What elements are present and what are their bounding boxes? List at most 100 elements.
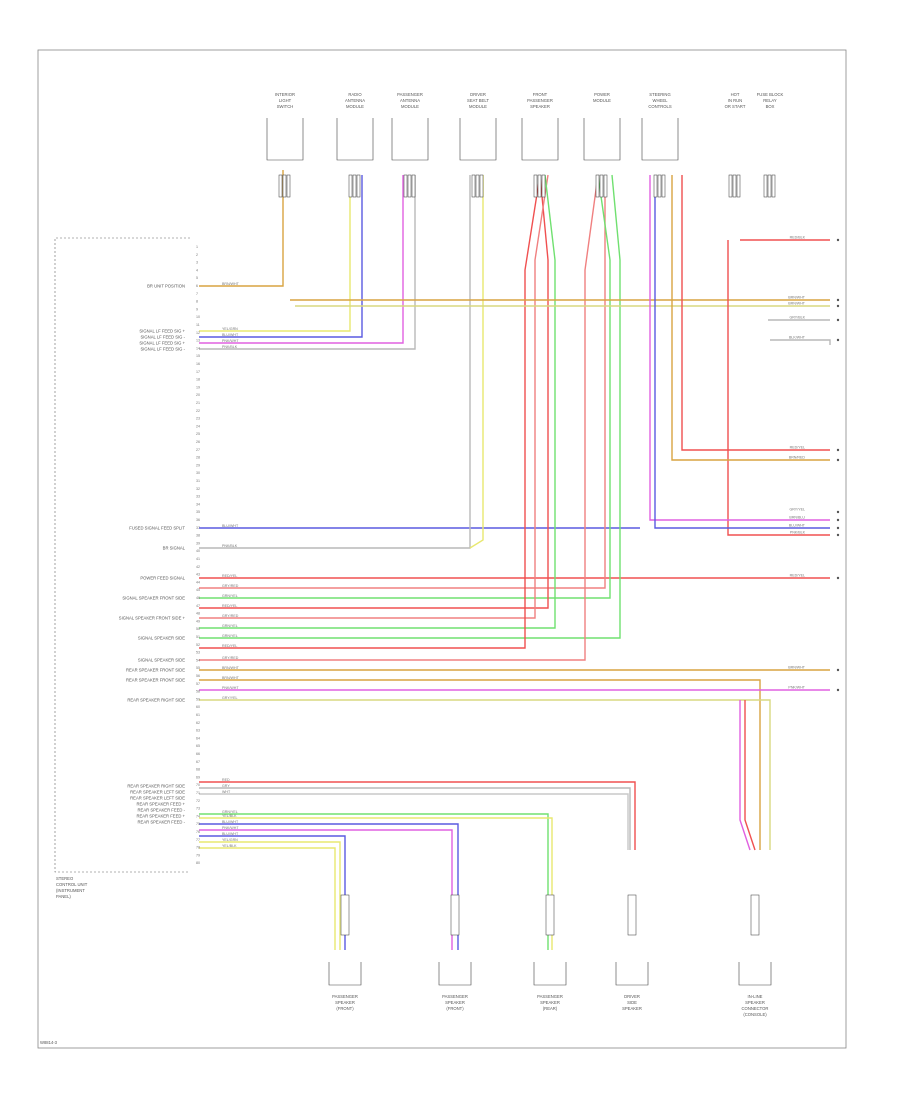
component-label: (CONSOLE) (743, 1012, 767, 1017)
connector-body (627, 894, 637, 936)
module-pin-label: REAR SPEAKER FEED + (136, 802, 185, 807)
component-label: SPEAKER (622, 1006, 642, 1011)
pin-number: 66 (196, 752, 200, 756)
splice-terminal (836, 338, 840, 342)
pin-number: 51 (196, 635, 200, 639)
component-label: SIDE (627, 1000, 637, 1005)
wire (654, 175, 830, 529)
component-label: (FRONT) (446, 1006, 464, 1011)
splice-terminal (836, 448, 840, 452)
connector-pin (278, 174, 283, 198)
pin-number: 1 (196, 245, 198, 249)
connector-pin (599, 174, 604, 198)
wire-color-label: BRN/WHT (222, 666, 240, 670)
pin-number: 13 (196, 339, 200, 343)
pin-number: 43 (196, 573, 200, 577)
splice-terminal (836, 318, 840, 322)
module-pin-label: SIGNAL LF FEED SIG - (140, 347, 185, 352)
wire (199, 813, 549, 950)
pin-number: 48 (196, 612, 200, 616)
wire (199, 174, 556, 629)
pin-number: 72 (196, 799, 200, 803)
component-label: BOX (766, 104, 775, 109)
wire (199, 835, 346, 950)
wire-color-label: GRN/YEL (222, 624, 238, 628)
connector-pin (479, 174, 484, 198)
wire-color-label: RED/YEL (222, 604, 237, 608)
component-label: LIGHT (279, 98, 292, 103)
module-pin-label: REAR SPEAKER FEED + (136, 814, 185, 819)
splice-terminal (836, 576, 840, 580)
module-pin-label: POWER FEED SIGNAL (140, 576, 185, 581)
pin-number: 78 (196, 846, 200, 850)
pin-number: 71 (196, 791, 200, 795)
pin-number: 45 (196, 588, 200, 592)
pin-number: 74 (196, 814, 200, 818)
wire-color-label: BLU/WHT (222, 333, 239, 337)
component-label: IN-LINE (748, 994, 763, 999)
connector-pin (763, 174, 768, 198)
pin-number: 36 (196, 518, 200, 522)
wire-color-label: GRY/RED (222, 614, 239, 618)
module-pin-label: SIGNAL LF FEED SIG + (139, 341, 185, 346)
splice-terminal (836, 668, 840, 672)
pin-number: 79 (196, 853, 200, 857)
wire-color-label: BLU/WHT (222, 524, 239, 528)
splice-terminal (836, 688, 840, 692)
pin-number: 4 (196, 268, 198, 272)
component-body (583, 118, 621, 161)
right-wire-label: RED/BLK (790, 236, 806, 240)
component-body (521, 118, 559, 161)
component-label: MODULE (401, 104, 419, 109)
pin-number: 24 (196, 424, 200, 428)
pin-number: 3 (196, 261, 198, 265)
component-label: RELAY (763, 98, 777, 103)
right-wire-label: GRY/YEL (789, 508, 805, 512)
pin-number: 76 (196, 830, 200, 834)
wire (199, 174, 621, 639)
right-wire-label: GRY/BLK (789, 316, 805, 320)
module-label-line: PANEL) (56, 894, 71, 899)
pin-number: 29 (196, 463, 200, 467)
pin-number: 75 (196, 822, 200, 826)
connector-pin (736, 174, 741, 198)
wire (199, 175, 416, 350)
module-label-line: (INSTRUMENT (56, 888, 85, 893)
wire (199, 781, 636, 850)
wire-color-label: WHT (222, 790, 231, 794)
right-wire-label: BRN/BLU (789, 516, 805, 520)
connector-pin (407, 174, 412, 198)
diagram-code: W8814-3 (40, 1040, 58, 1045)
pin-number: 58 (196, 690, 200, 694)
connector-pin (411, 174, 416, 198)
component-label: SPEAKER (540, 1000, 560, 1005)
connector-pin (657, 174, 662, 198)
wire-color-label: RED (222, 778, 230, 782)
component-label: HOT (731, 92, 740, 97)
connector-pin (475, 174, 480, 198)
wire-color-label: BRN/WHT (222, 282, 240, 286)
connector-pin (282, 174, 287, 198)
pin-number: 11 (196, 323, 200, 327)
module-pin-label: SIGNAL LF FEED SIG - (140, 335, 185, 340)
component-body (438, 962, 472, 986)
connector-pin (356, 174, 361, 198)
component-body (328, 962, 362, 986)
pin-number: 6 (196, 284, 198, 288)
pin-number: 21 (196, 401, 200, 405)
wire (199, 847, 336, 950)
connector-pin (537, 174, 542, 198)
module-pin-label: REAR SPEAKER RIGHT SIDE (127, 698, 185, 703)
component-body (533, 962, 567, 986)
component-label: CONNECTOR (742, 1006, 769, 1011)
pin-number: 22 (196, 409, 200, 413)
component-label: MODULE (469, 104, 487, 109)
wire (199, 175, 363, 338)
right-wire-label: BRN/WHT (788, 296, 806, 300)
